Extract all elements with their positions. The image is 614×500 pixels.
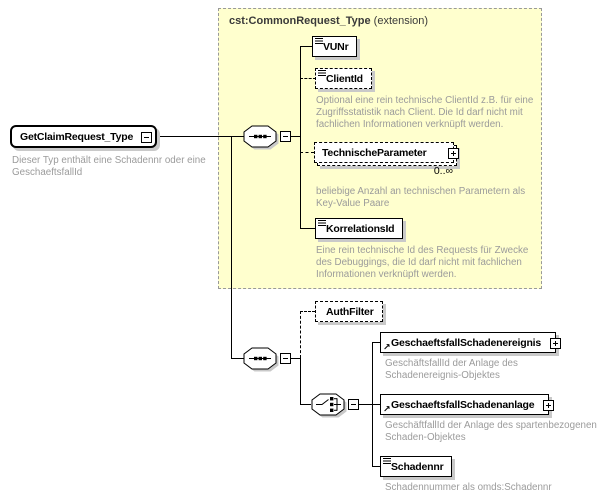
schadenereignis-annotation: GeschäftsfallId der Anlage des Schadener… bbox=[385, 358, 518, 381]
connector-to-clientid bbox=[300, 78, 316, 79]
element-content-icon bbox=[318, 70, 326, 76]
element-label: TechnischeParameter bbox=[322, 146, 427, 159]
element-geschaeftsfallschadenereignis[interactable]: ↗ GeschaeftsfallSchadenereignis bbox=[380, 332, 562, 353]
extension-suffix: (extension) bbox=[370, 15, 429, 27]
element-authfilter[interactable]: AuthFilter bbox=[315, 301, 383, 322]
element-label: ClientId bbox=[326, 72, 363, 85]
element-label: AuthFilter bbox=[326, 305, 374, 318]
connector-branch-down bbox=[231, 136, 232, 358]
connector-to-technischeparameter bbox=[300, 152, 314, 153]
connector-seq1-out bbox=[291, 136, 300, 137]
connector-choice-out bbox=[359, 404, 372, 405]
collapse-minus-icon[interactable] bbox=[348, 399, 359, 410]
element-getclaimrequest-type[interactable]: GetClaimRequest_Type bbox=[10, 125, 158, 148]
element-content-icon bbox=[318, 220, 326, 226]
connector-to-vunr bbox=[300, 46, 312, 47]
connector-trunk1 bbox=[300, 46, 301, 228]
extension-type-name: cst:CommonRequest_Type bbox=[229, 15, 371, 27]
sequence-icon[interactable] bbox=[241, 124, 281, 151]
element-label: KorrelationsId bbox=[326, 222, 395, 235]
element-content-icon bbox=[383, 458, 391, 464]
connector-to-seq2 bbox=[231, 358, 244, 359]
element-clientid[interactable]: ClientId bbox=[315, 68, 372, 89]
occurrence-label: 0..∞ bbox=[433, 165, 453, 177]
element-label: GeschaeftsfallSchadenereignis bbox=[391, 336, 542, 349]
connector-to-schadenanlage bbox=[372, 404, 380, 405]
connector-to-schadennr bbox=[372, 466, 380, 467]
element-label: GeschaeftsfallSchadenanlage bbox=[391, 398, 535, 411]
element-label: Schadennr bbox=[391, 460, 444, 473]
connector-to-korrelationsid bbox=[300, 228, 315, 229]
sequence-icon[interactable] bbox=[241, 346, 281, 373]
element-vunr[interactable]: VUNr bbox=[312, 36, 358, 57]
collapse-minus-icon[interactable] bbox=[280, 353, 291, 364]
root-annotation: Dieser Typ enthält eine Schadennr oder e… bbox=[12, 155, 206, 178]
connector-root-to-seq1 bbox=[152, 136, 245, 137]
element-content-icon bbox=[315, 38, 323, 44]
connector-to-choice bbox=[300, 404, 311, 405]
connector-down-to-choice bbox=[300, 358, 301, 404]
element-reference-icon: ↗ bbox=[383, 404, 391, 414]
element-reference-icon: ↗ bbox=[383, 342, 391, 352]
technischeparameter-annotation: beliebige Anzahl an technischen Paramete… bbox=[316, 186, 526, 209]
connector-seq2-out bbox=[291, 358, 300, 359]
schadenanlage-annotation: GeschäftfallId der Anlage des spartenbez… bbox=[385, 420, 597, 443]
schadennr-annotation: Schadennummer als omds:Schadennr bbox=[385, 482, 552, 493]
collapse-minus-icon[interactable] bbox=[141, 132, 153, 143]
collapse-minus-icon[interactable] bbox=[280, 131, 291, 142]
connector-to-authfilter bbox=[300, 311, 315, 312]
element-label: VUNr bbox=[323, 40, 349, 53]
connector-up-to-authfilter bbox=[300, 311, 301, 358]
connector-to-schadenereignis bbox=[372, 342, 380, 343]
element-schadennr[interactable]: Schadennr bbox=[380, 456, 453, 477]
expand-plus-icon[interactable] bbox=[550, 338, 562, 349]
element-korrelationsid[interactable]: KorrelationsId bbox=[315, 218, 404, 239]
expand-plus-icon[interactable] bbox=[543, 400, 555, 411]
element-technischeparameter[interactable]: TechnischeParameter 0..∞ bbox=[314, 142, 459, 177]
choice-icon[interactable] bbox=[309, 392, 349, 419]
extension-title: cst:CommonRequest_Type (extension) bbox=[229, 15, 428, 27]
korrelationsid-annotation: Eine rein technische Id des Requests für… bbox=[316, 245, 529, 280]
clientid-annotation: Optional eine rein technische ClientId z… bbox=[316, 95, 534, 130]
element-geschaeftsfallschadenanlage[interactable]: ↗ GeschaeftsfallSchadenanlage bbox=[380, 394, 555, 415]
expand-plus-icon[interactable] bbox=[448, 148, 459, 159]
element-label: GetClaimRequest_Type bbox=[20, 130, 134, 143]
